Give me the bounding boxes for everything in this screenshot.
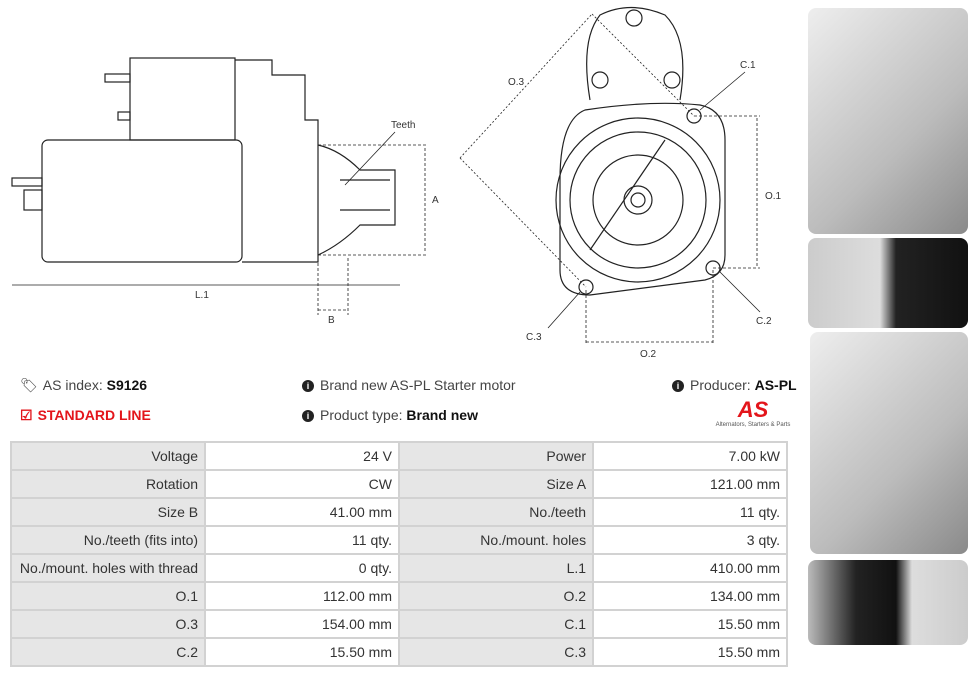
spec-label: O.1	[9, 581, 207, 611]
label-o2: O.2	[640, 349, 657, 360]
description: i Brand new AS-PL Starter motor	[302, 377, 516, 393]
label-o1: O.1	[765, 191, 782, 202]
label-l1: L.1	[195, 290, 209, 301]
spec-value: 410.00 mm	[592, 553, 788, 583]
product-type-label: Product type:	[320, 407, 403, 423]
product-photo-side-2[interactable]	[808, 560, 968, 645]
description-text: Brand new AS-PL Starter motor	[320, 377, 516, 393]
technical-drawing: Teeth A L.1 B O.3 C.1 O.1 C.2 C.3 O.2	[11, 6, 782, 360]
spec-value: 11 qty.	[204, 525, 400, 555]
spec-label: No./teeth	[397, 497, 595, 527]
spec-row: No./teeth (fits into)11 qty.No./mount. h…	[9, 525, 788, 555]
info-icon: i	[302, 380, 314, 392]
spec-value: CW	[204, 469, 400, 499]
label-teeth: Teeth	[391, 120, 415, 131]
checkbox-checked-icon: ☑	[20, 407, 33, 423]
product-photo-side[interactable]	[808, 238, 968, 328]
spec-value: 154.00 mm	[204, 609, 400, 639]
info-icon: i	[302, 410, 314, 422]
spec-label: L.1	[397, 553, 595, 583]
product-photo-rear[interactable]	[810, 332, 968, 554]
as-index-value: S9126	[106, 377, 148, 393]
tags-icon: 🏷	[20, 377, 38, 393]
spec-label: Power	[397, 441, 595, 471]
label-c3: C.3	[526, 332, 542, 343]
spec-value: 15.50 mm	[592, 637, 788, 667]
side-view-drawing	[11, 57, 428, 315]
as-index: 🏷AS index: S9126	[20, 377, 147, 394]
spec-value: 11 qty.	[592, 497, 788, 527]
spec-label: No./teeth (fits into)	[9, 525, 207, 555]
spec-value: 24 V	[204, 441, 400, 471]
spec-value: 3 qty.	[592, 525, 788, 555]
spec-label: No./mount. holes with thread	[9, 553, 207, 583]
standard-line-label: STANDARD LINE	[37, 407, 151, 423]
standard-line-badge: ☑STANDARD LINE	[20, 407, 151, 424]
spec-label: Size A	[397, 469, 595, 499]
label-c1: C.1	[740, 60, 756, 71]
label-b: B	[328, 315, 335, 326]
spec-label: O.2	[397, 581, 595, 611]
label-a: A	[432, 195, 439, 206]
label-c2: C.2	[756, 316, 772, 327]
spec-value: 7.00 kW	[592, 441, 788, 471]
producer-value: AS-PL	[754, 377, 797, 393]
producer: i Producer: AS-PL	[672, 377, 797, 393]
product-type: i Product type: Brand new	[302, 407, 478, 423]
label-o3: O.3	[508, 77, 525, 88]
spec-value: 112.00 mm	[204, 581, 400, 611]
spec-label: O.3	[9, 609, 207, 639]
spec-value: 41.00 mm	[204, 497, 400, 527]
logo-tagline: Alternators, Starters & Parts	[715, 422, 791, 428]
as-pl-logo: AS Alternators, Starters & Parts	[715, 397, 791, 429]
front-view-drawing	[459, 6, 761, 345]
spec-label: C.3	[397, 637, 595, 667]
info-icon: i	[672, 380, 684, 392]
product-photo-front[interactable]	[808, 8, 968, 234]
spec-label: C.1	[397, 609, 595, 639]
spec-value: 15.50 mm	[592, 609, 788, 639]
spec-value: 121.00 mm	[592, 469, 788, 499]
spec-value: 134.00 mm	[592, 581, 788, 611]
producer-label: Producer:	[690, 377, 751, 393]
spec-label: No./mount. holes	[397, 525, 595, 555]
spec-value: 0 qty.	[204, 553, 400, 583]
spec-label: Voltage	[9, 441, 207, 471]
product-type-value: Brand new	[406, 407, 478, 423]
spec-label: Rotation	[9, 469, 207, 499]
spec-label: C.2	[9, 637, 207, 667]
logo-mark: AS	[737, 397, 769, 422]
as-index-label: AS index:	[42, 377, 103, 393]
spec-label: Size B	[9, 497, 207, 527]
spec-value: 15.50 mm	[204, 637, 400, 667]
